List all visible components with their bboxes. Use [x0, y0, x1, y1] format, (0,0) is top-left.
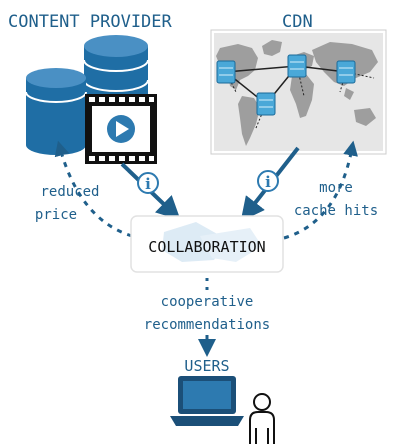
collaboration-label: COLLABORATION: [148, 238, 265, 256]
server-node-icon: [256, 92, 276, 116]
recommendations-label-line2: recommendations: [144, 317, 270, 333]
more-cache-hits-label-line2: cache hits: [294, 203, 378, 219]
handshake-icon: [162, 222, 262, 262]
laptop-icon: [170, 376, 244, 426]
reduced-price-arrow: [54, 140, 133, 238]
reduced-price-label-line1: reduced: [40, 184, 99, 200]
reduced-price-label-line2: price: [35, 207, 77, 223]
collaboration-box: COLLABORATION: [130, 215, 284, 273]
users-title: USERS: [184, 357, 229, 375]
more-cache-hits-arrow: [283, 140, 358, 240]
recommendations-label-line1: cooperative: [161, 294, 254, 310]
cdn-title: CDN: [282, 12, 313, 32]
film-play-icon: [85, 94, 157, 164]
info-icon: i: [257, 170, 279, 192]
server-node-icon: [336, 60, 356, 84]
content-provider-title: CONTENT PROVIDER: [8, 12, 173, 32]
svg-text:i: i: [265, 173, 271, 191]
server-node-icon: [216, 60, 236, 84]
server-node-icon: [287, 54, 307, 78]
more-cache-hits-label-line1: more: [319, 180, 353, 196]
world-map-icon: [210, 29, 387, 155]
info-icon: i: [137, 172, 159, 194]
svg-text:i: i: [145, 175, 151, 193]
person-icon: [249, 393, 275, 444]
